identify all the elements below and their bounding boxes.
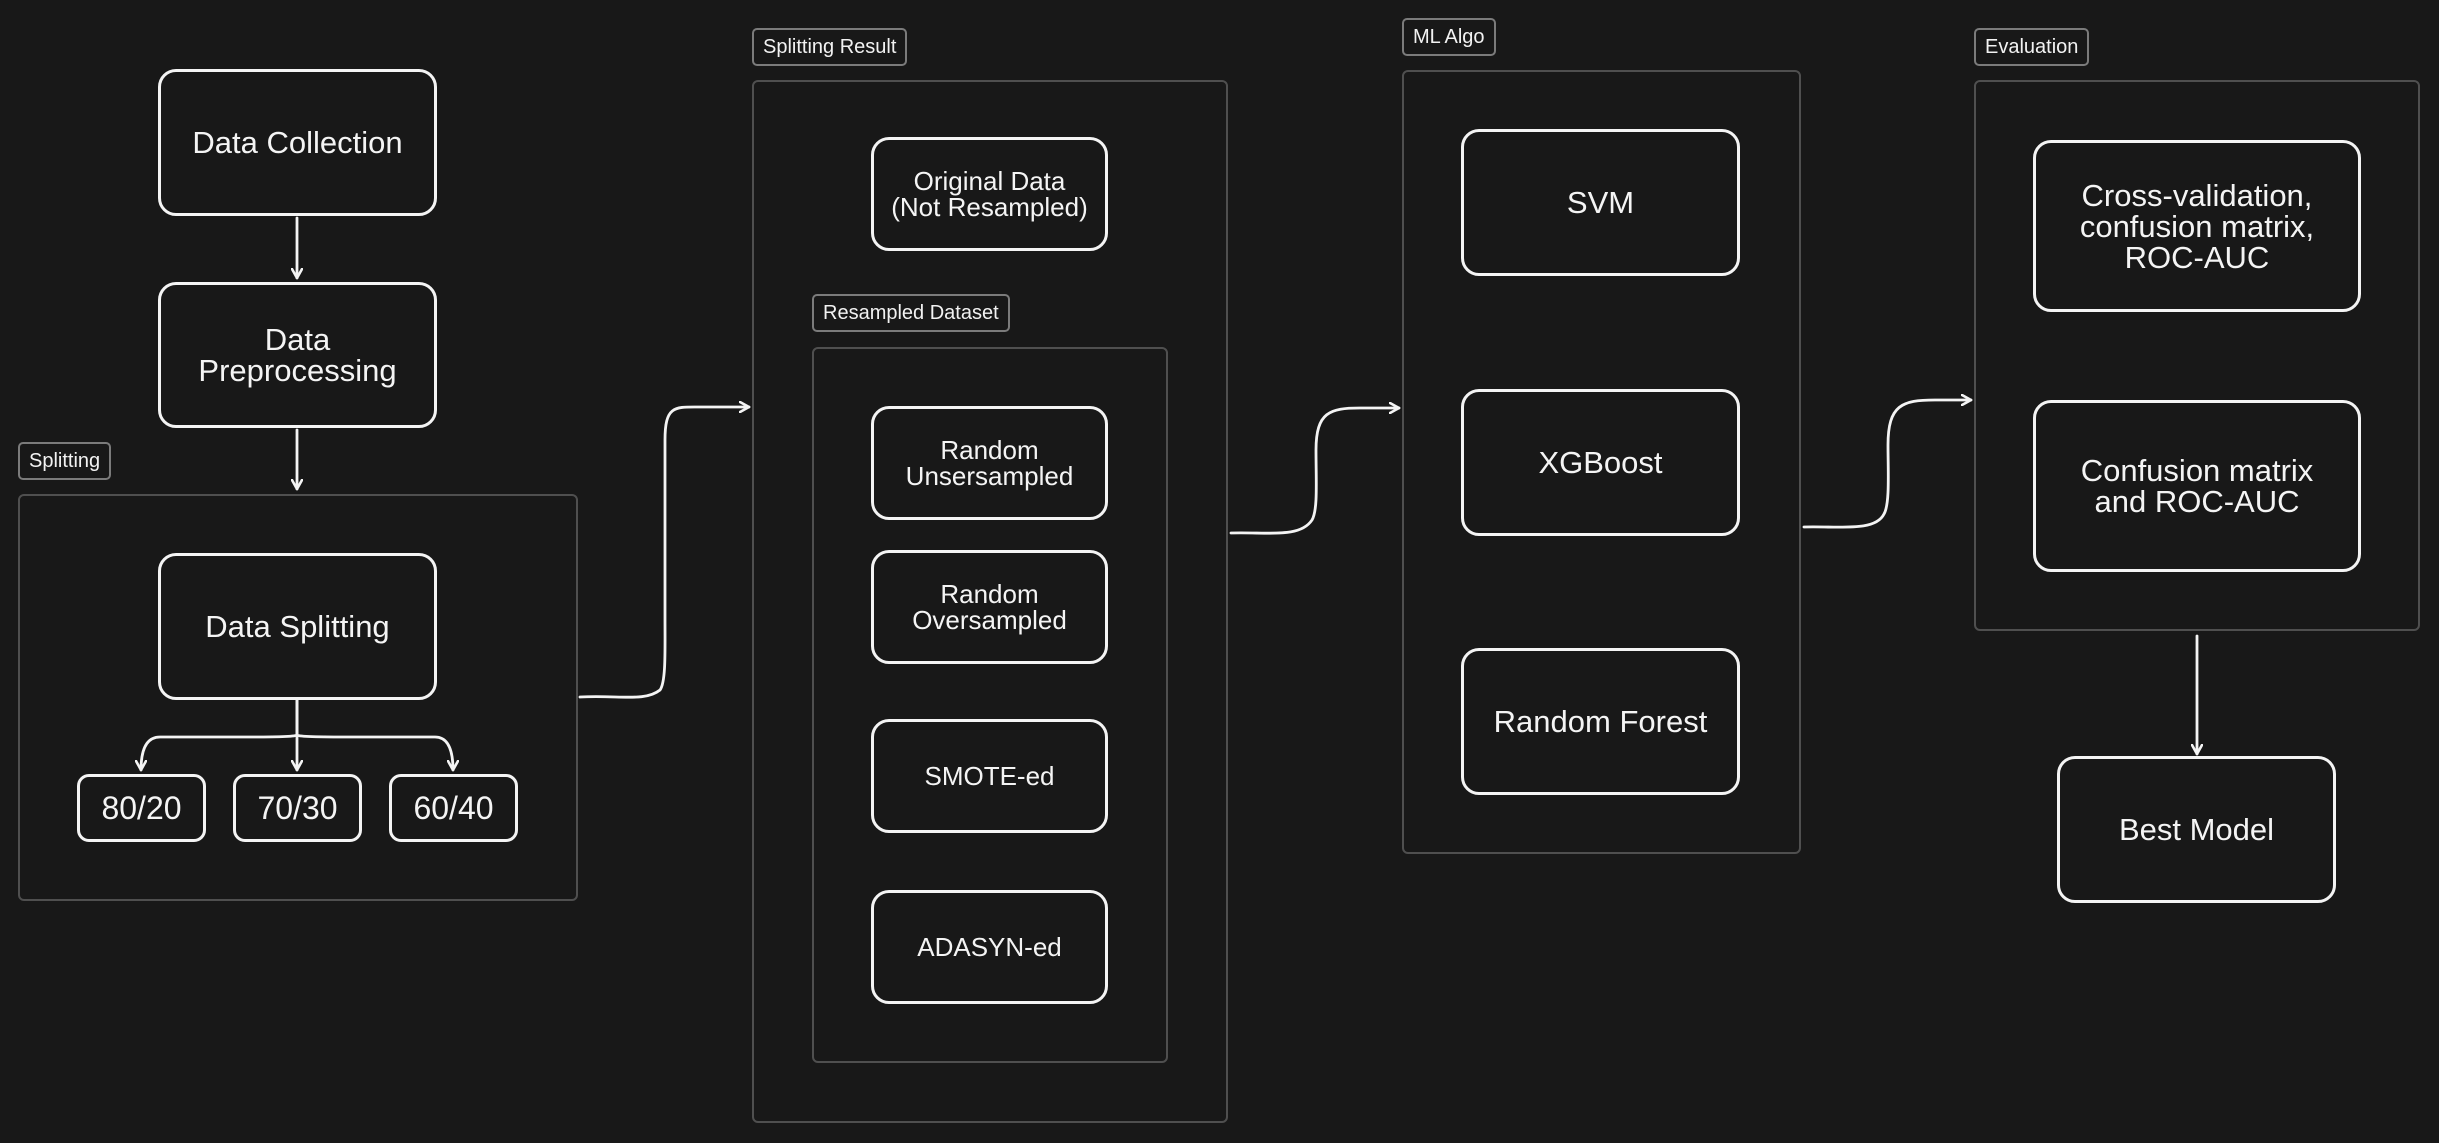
random-forest-node[interactable]: Random Forest <box>1461 648 1740 795</box>
arrow-splitting-to-60-40 <box>295 698 453 772</box>
random-undersampled-node[interactable]: Random Unsersampled <box>871 406 1108 520</box>
split-80-20-node[interactable]: 80/20 <box>77 774 206 842</box>
resampled-dataset-group <box>812 347 1168 1063</box>
smote-node[interactable]: SMOTE-ed <box>871 719 1108 833</box>
confusion-roc-node[interactable]: Confusion matrix and ROC-AUC <box>2033 400 2361 572</box>
confusion-roc-label: Confusion matrix and ROC-AUC <box>2080 453 2314 519</box>
split-70-30-label: 70/30 <box>257 790 338 826</box>
adasyn-label: ADASYN-ed <box>917 932 1062 962</box>
best-model-node[interactable]: Best Model <box>2057 756 2336 903</box>
arrow-splitting-to-result <box>578 407 751 699</box>
split-60-40-label: 60/40 <box>413 790 494 826</box>
smote-label: SMOTE-ed <box>924 761 1055 791</box>
splitting-group <box>18 494 578 901</box>
arrow-ml-to-evaluation <box>1802 400 1973 529</box>
data-collection-node[interactable]: Data Collection <box>158 69 437 216</box>
evaluation-group <box>1974 80 2420 631</box>
arrow-result-to-ml <box>1229 408 1401 535</box>
svm-node[interactable]: SVM <box>1461 129 1740 276</box>
ml-algo-group-label: ML Algo <box>1402 18 1496 56</box>
xgboost-label: XGBoost <box>1538 445 1663 480</box>
xgboost-node[interactable]: XGBoost <box>1461 389 1740 536</box>
original-data-label: Original Data (Not Resampled) <box>891 166 1088 222</box>
data-splitting-label: Data Splitting <box>205 609 390 644</box>
random-undersampled-label: Random Unsersampled <box>905 435 1074 491</box>
splitting-group-label: Splitting <box>18 442 112 480</box>
data-collection-label: Data Collection <box>192 125 403 160</box>
resampled-dataset-group-label: Resampled Dataset <box>812 294 1010 332</box>
svm-label: SVM <box>1566 185 1635 220</box>
ml-algo-group <box>1402 70 1801 854</box>
random-oversampled-label: Random Oversampled <box>912 579 1067 635</box>
cross-validation-label: Cross-validation, confusion matrix, ROC-… <box>2079 177 2315 275</box>
random-forest-label: Random Forest <box>1493 704 1708 739</box>
splitting-result-group-label: Splitting Result <box>752 28 908 66</box>
data-preprocessing-node[interactable]: Data Preprocessing <box>158 282 437 428</box>
best-model-label: Best Model <box>2118 812 2275 847</box>
split-70-30-node[interactable]: 70/30 <box>233 774 362 842</box>
splitting-result-group <box>752 80 1228 1123</box>
adasyn-node[interactable]: ADASYN-ed <box>871 890 1108 1004</box>
split-60-40-node[interactable]: 60/40 <box>389 774 518 842</box>
cross-validation-node[interactable]: Cross-validation, confusion matrix, ROC-… <box>2033 140 2361 312</box>
data-preprocessing-label: Data Preprocessing <box>198 322 397 388</box>
random-oversampled-node[interactable]: Random Oversampled <box>871 550 1108 664</box>
original-data-node[interactable]: Original Data (Not Resampled) <box>871 137 1108 251</box>
arrow-splitting-to-80-20 <box>141 698 299 772</box>
data-splitting-node[interactable]: Data Splitting <box>158 553 437 700</box>
evaluation-group-label: Evaluation <box>1974 28 2090 66</box>
split-80-20-label: 80/20 <box>101 790 182 826</box>
